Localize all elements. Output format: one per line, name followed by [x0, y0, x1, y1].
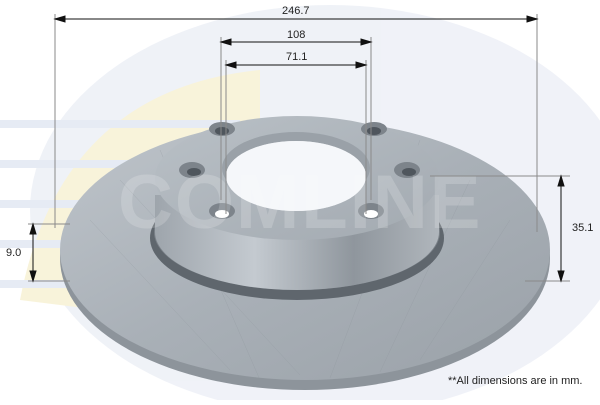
bolt-hole: [361, 122, 387, 136]
units-note: **All dimensions are in mm.: [448, 375, 583, 387]
brake-disc: COMLINE: [60, 116, 550, 390]
extension-lines: [28, 14, 570, 282]
dimension-outer-diameter: 246.7: [282, 5, 310, 17]
bolt-hole: [394, 162, 420, 178]
bolt-hole: [358, 203, 384, 219]
bolt-hole: [209, 122, 235, 136]
bolt-hole: [209, 203, 235, 219]
center-bore: [222, 132, 370, 211]
dimension-hub-diameter: 108: [287, 29, 306, 41]
dimension-center-bore: 71.1: [286, 51, 308, 63]
watermark-text: COMLINE: [118, 160, 482, 245]
dimension-overall-height: 35.1: [572, 222, 594, 234]
bolt-hole: [179, 162, 205, 178]
dimension-disc-thickness: 9.0: [6, 247, 22, 259]
dimension-lines: [29, 15, 565, 283]
